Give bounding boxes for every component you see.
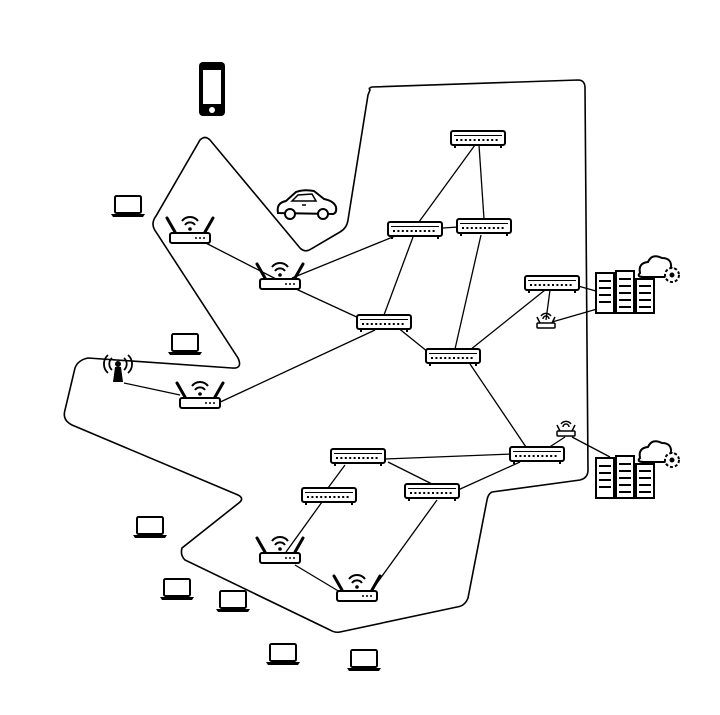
- link-sw2-sw4: [383, 236, 414, 316]
- link-sw4-sw6: [396, 326, 429, 353]
- link-sw1-sw3: [478, 144, 485, 220]
- smartphone-icon: [199, 62, 225, 116]
- wireless-router-icon: [255, 261, 305, 291]
- laptop-icon: [265, 643, 301, 666]
- link-sw8-ap4: [285, 501, 323, 553]
- car-icon: [276, 189, 338, 220]
- link-sap2-dc2: [571, 436, 611, 458]
- link-sw2-sw3: [442, 226, 459, 229]
- wireless-router-icon: [165, 215, 215, 245]
- link-ap1-ap2: [193, 236, 281, 282]
- link-sw3-sw6: [454, 234, 482, 350]
- link-sw7-sw10: [384, 453, 513, 460]
- network-switch-icon: [301, 487, 357, 506]
- laptop-icon: [215, 590, 251, 613]
- network-boundary: [63, 79, 589, 634]
- link-ap4-ap5: [294, 564, 341, 593]
- laptop-icon: [346, 649, 382, 672]
- laptop-icon: [110, 195, 146, 218]
- laptop-icon: [167, 333, 203, 356]
- link-sw7-sw8: [327, 464, 346, 489]
- network-switch-icon: [450, 130, 506, 149]
- links: [123, 144, 611, 593]
- network-switch-icon: [524, 275, 580, 294]
- network-switch-icon: [387, 221, 443, 240]
- network-switch-icon: [456, 218, 512, 237]
- network-switch-icon: [330, 448, 386, 467]
- small-access-point-icon: [556, 420, 576, 437]
- network-switch-icon: [425, 348, 481, 367]
- link-ap2-sw2: [291, 231, 406, 279]
- wireless-router-icon: [332, 573, 382, 603]
- link-sw9-sw10: [457, 461, 521, 491]
- link-sw7-sw9: [387, 461, 433, 485]
- link-tower-ap3: [123, 382, 181, 396]
- cloud-server-icon: [595, 255, 680, 314]
- small-access-point-icon: [536, 312, 556, 329]
- network-switch-icon: [356, 314, 412, 333]
- network-switch-icon: [509, 446, 565, 465]
- laptop-icon: [159, 578, 195, 601]
- network-switch-icon: [404, 483, 460, 502]
- wireless-router-icon: [255, 535, 305, 565]
- link-sw9-ap5: [371, 499, 438, 591]
- cell-tower-icon: [103, 354, 133, 382]
- wireless-router-icon: [175, 380, 225, 410]
- cloud-server-icon: [595, 440, 680, 499]
- link-sw5-sw6: [469, 289, 546, 351]
- link-ap3-sw4: [215, 329, 376, 405]
- link-sw5-sap1: [545, 289, 551, 321]
- laptop-icon: [132, 516, 168, 539]
- link-sw6-sw10: [469, 363, 529, 451]
- link-sw1-sw2: [415, 144, 476, 227]
